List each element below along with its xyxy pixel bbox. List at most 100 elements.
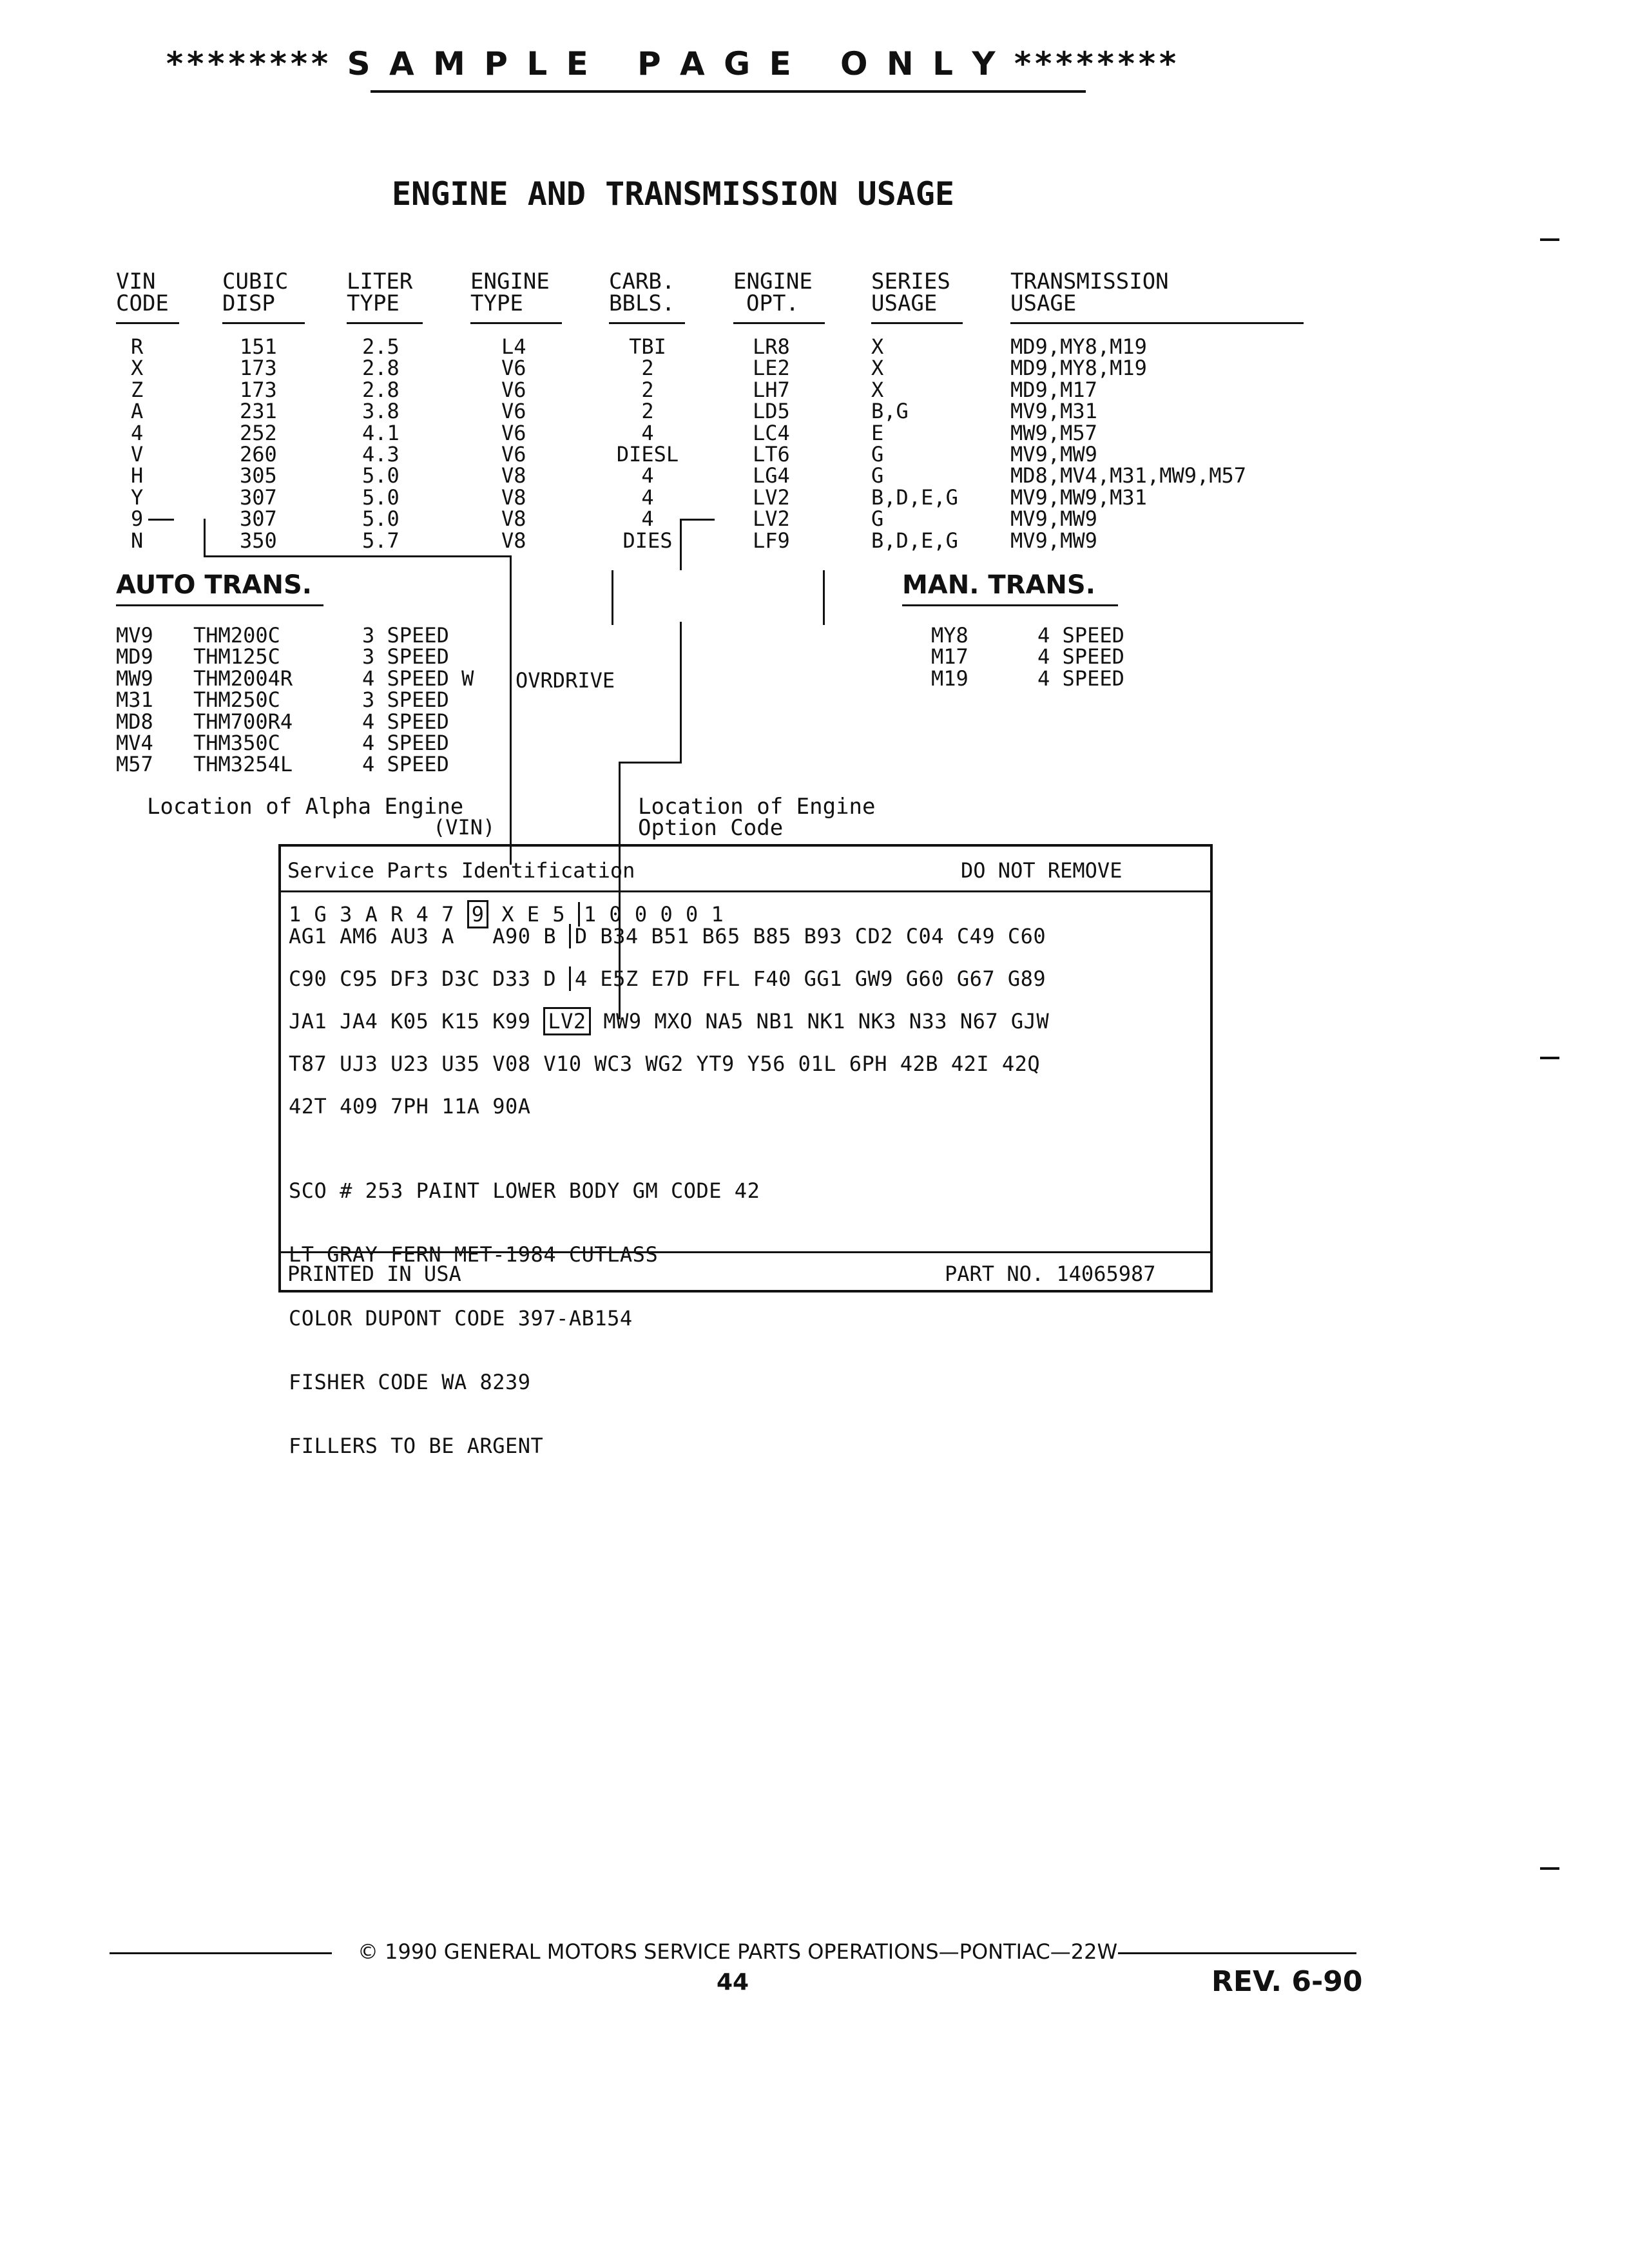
table-cell: V8 xyxy=(501,463,526,488)
table-cell: V6 xyxy=(501,377,526,402)
connector-line xyxy=(680,519,715,521)
table-cell: 4 xyxy=(131,420,144,445)
table-cell: MD9,MY8,M19 xyxy=(1010,334,1147,359)
option-location-label: Location of Engine xyxy=(638,794,876,820)
header-rule xyxy=(871,322,963,324)
table-cell: LR8 xyxy=(753,334,790,359)
option-row-4: T87 UJ3 U23 U35 V08 V10 WC3 WG2 YT9 Y56 … xyxy=(289,1052,1041,1076)
table-cell: 3.8 xyxy=(362,399,400,424)
auto-trans-speeds: 3 SPEED 3 SPEED 4 SPEED W 3 SPEED 4 SPEE… xyxy=(362,623,474,776)
list-item: 4 SPEED xyxy=(1037,666,1124,691)
table-cell: R xyxy=(131,334,144,359)
list-item: MD9 xyxy=(116,644,153,669)
table-cell: LH7 xyxy=(753,377,790,402)
table-cell: LV2 xyxy=(753,506,790,532)
header-rule xyxy=(470,322,562,324)
auto-trans-models: THM200C THM125C THM2004R THM250C THM700R… xyxy=(193,624,293,776)
list-item: 4 SPEED xyxy=(1037,623,1124,648)
list-item: 3 SPEED xyxy=(362,623,449,648)
list-item: 4 SPEED xyxy=(362,731,449,756)
man-trans-speeds: 4 SPEED 4 SPEED 4 SPEED xyxy=(1037,623,1124,691)
table-cell: 350 xyxy=(240,528,277,553)
table-cell: X xyxy=(871,334,884,359)
footer-rule xyxy=(1118,1952,1356,1954)
table-cell: 231 xyxy=(240,399,277,424)
margin-tick xyxy=(1540,1867,1559,1870)
table-cell: 2.8 xyxy=(362,377,400,402)
vin-row: 1 G 3 A R 4 7 9 X E 5 1 0 0 0 0 1 xyxy=(289,900,724,928)
column-cubic-disp: 151 173 173 231 252 260 305 307 307 350 xyxy=(240,336,277,552)
note-line: FISHER CODE WA 8239 xyxy=(289,1370,531,1394)
list-item: M31 xyxy=(116,687,153,713)
list-item: THM2004R xyxy=(193,666,293,691)
header-rule xyxy=(733,322,825,324)
footer-rule xyxy=(110,1952,332,1954)
list-item: THM700R4 xyxy=(193,709,293,734)
table-cell: 4.1 xyxy=(362,420,400,445)
table-cell: V xyxy=(131,442,144,467)
table-cell: MV9,MW9 xyxy=(1010,528,1097,553)
option-location-sublabel: Option Code xyxy=(638,815,784,841)
note-line: SCO # 253 PAINT LOWER BODY GM CODE 42 xyxy=(289,1178,760,1203)
table-cell: LC4 xyxy=(753,420,790,445)
table-cell: H xyxy=(131,463,144,488)
header-rule xyxy=(222,322,305,324)
header-rule xyxy=(609,322,685,324)
banner-underline xyxy=(371,90,1086,93)
table-cell: LG4 xyxy=(753,463,790,488)
table-cell: L4 xyxy=(501,334,526,359)
table-cell: 4.3 xyxy=(362,442,400,467)
table-cell: 5.7 xyxy=(362,528,400,553)
table-cell: V8 xyxy=(501,506,526,532)
table-cell: 305 xyxy=(240,463,277,488)
header-carb-bbls: CARB.BBLS. xyxy=(609,269,675,316)
label-header-left: Service Parts Identification xyxy=(287,858,635,883)
table-cell: B,D,E,G xyxy=(871,485,958,510)
table-cell: MV9,MW9 xyxy=(1010,506,1097,532)
header-rule xyxy=(347,322,423,324)
table-cell: 4 xyxy=(641,485,654,510)
man-trans-codes: MY8 M17 M19 xyxy=(931,624,969,689)
connector-line xyxy=(204,555,512,557)
table-cell: MD8,MV4,M31,MW9,M57 xyxy=(1010,463,1247,488)
table-cell: 4 xyxy=(641,420,654,445)
connector-line xyxy=(148,519,174,521)
option-row-5: 42T 409 7PH 11A 90A xyxy=(289,1094,531,1119)
heading-underline xyxy=(116,604,323,606)
table-cell: X xyxy=(871,377,884,402)
list-item: M57 xyxy=(116,752,153,777)
table-cell: 2 xyxy=(641,399,654,424)
table-cell: 4 xyxy=(641,506,654,532)
margin-tick xyxy=(1540,238,1559,241)
list-item: THM350C xyxy=(193,731,280,756)
list-item: 3 SPEED xyxy=(362,644,449,669)
list-item: THM250C xyxy=(193,687,280,713)
table-cell: X xyxy=(871,356,884,381)
table-cell: 173 xyxy=(240,356,277,381)
table-cell: MV9,MW9,M31 xyxy=(1010,485,1147,510)
table-cell: LE2 xyxy=(753,356,790,381)
table-cell: V6 xyxy=(501,399,526,424)
note-line: COLOR DUPONT CODE 397-AB154 xyxy=(289,1306,633,1331)
margin-tick xyxy=(1540,1057,1559,1059)
table-cell: 307 xyxy=(240,506,277,532)
overdrive-note: OVRDRIVE xyxy=(516,668,615,693)
table-cell: DIESL xyxy=(616,442,679,467)
table-cell: 2.5 xyxy=(362,334,400,359)
table-cell: MV9,MW9 xyxy=(1010,442,1097,467)
list-item: MW9 xyxy=(116,666,153,691)
table-cell: A xyxy=(131,399,144,424)
table-cell: G xyxy=(871,506,884,532)
column-engine-opt: LR8 LE2 LH7 LD5 LC4 LT6 LG4 LV2 LV2 LF9 xyxy=(753,336,790,552)
table-cell: MD9,M17 xyxy=(1010,377,1097,402)
table-cell: 9 xyxy=(131,506,144,532)
column-engine-type: L4 V6 V6 V6 V6 V6 V8 V8 V8 V8 xyxy=(501,336,526,552)
list-item: 3 SPEED xyxy=(362,687,449,713)
table-cell: 2 xyxy=(641,377,654,402)
table-cell: 4 xyxy=(641,463,654,488)
table-cell: V6 xyxy=(501,420,526,445)
